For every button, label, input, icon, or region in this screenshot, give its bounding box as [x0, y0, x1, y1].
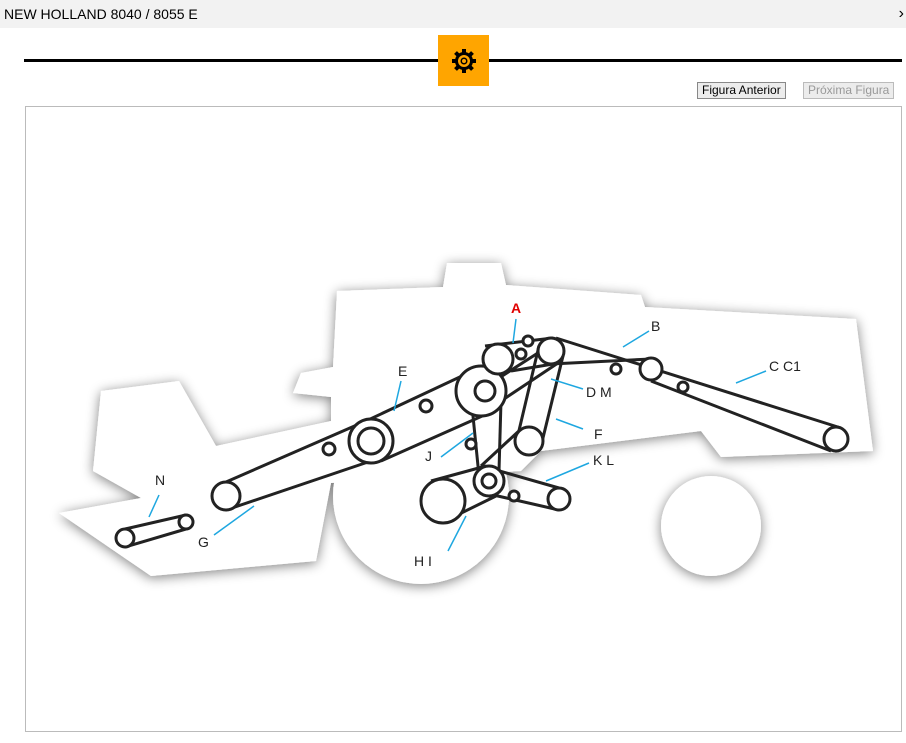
label-h-i[interactable]: H I [414, 553, 432, 569]
belt-diagram: A B C C1 D M E F J K L N G H I [59, 263, 873, 584]
label-f[interactable]: F [594, 426, 603, 442]
label-e[interactable]: E [398, 363, 407, 379]
next-figure-button[interactable]: Próxima Figura [803, 82, 895, 99]
gear-button[interactable] [438, 35, 489, 86]
label-n[interactable]: N [155, 472, 165, 488]
pulleys [114, 334, 850, 549]
label-j[interactable]: J [425, 448, 432, 464]
label-a[interactable]: A [511, 300, 521, 316]
chevron-right-icon[interactable]: › [898, 5, 904, 22]
label-d-m[interactable]: D M [586, 384, 612, 400]
callout-arrows [148, 318, 767, 552]
label-k-l[interactable]: K L [593, 452, 614, 468]
callout-labels: A B C C1 D M E F J K L N G H I [155, 300, 801, 569]
window-title: NEW HOLLAND 8040 / 8055 E [4, 6, 198, 22]
label-b[interactable]: B [651, 318, 660, 334]
title-bar: NEW HOLLAND 8040 / 8055 E › [0, 0, 906, 28]
label-c-c1[interactable]: C C1 [769, 358, 801, 374]
label-g[interactable]: G [198, 534, 209, 550]
figure-panel: A B C C1 D M E F J K L N G H I [25, 106, 902, 732]
previous-figure-button[interactable]: Figura Anterior [697, 82, 786, 99]
gear-icon [451, 48, 476, 73]
